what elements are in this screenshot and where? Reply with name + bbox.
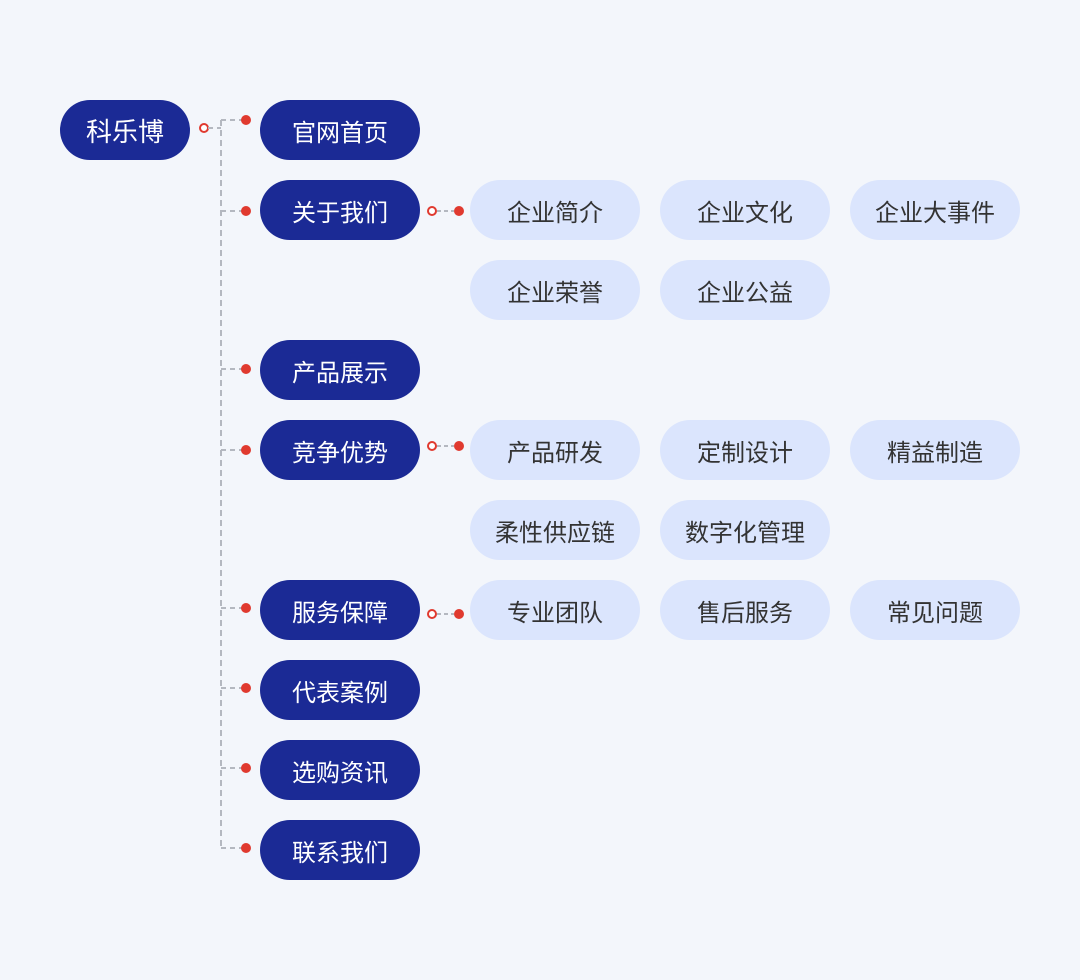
root-connector-ring (199, 123, 209, 133)
node-advantage[interactable]: 竞争优势 (260, 420, 420, 480)
sub-connector-service (427, 609, 464, 619)
branch-contact (221, 843, 251, 853)
subnode-advantage[interactable]: 定制设计 (660, 420, 830, 480)
branch-products (221, 364, 251, 374)
subnode-about[interactable]: 企业简介 (470, 180, 640, 240)
subnode-service[interactable]: 常见问题 (850, 580, 1020, 640)
node-home[interactable]: 官网首页 (260, 100, 420, 160)
sub-connector-about (427, 206, 464, 216)
node-cases[interactable]: 代表案例 (260, 660, 420, 720)
branch-home (221, 115, 251, 125)
subnode-service[interactable]: 售后服务 (660, 580, 830, 640)
subnode-advantage[interactable]: 产品研发 (470, 420, 640, 480)
branch-service (221, 603, 251, 613)
subnode-advantage[interactable]: 数字化管理 (660, 500, 830, 560)
node-contact[interactable]: 联系我们 (260, 820, 420, 880)
root-node[interactable]: 科乐博 (60, 100, 190, 160)
subnode-about[interactable]: 企业公益 (660, 260, 830, 320)
subnode-advantage[interactable]: 柔性供应链 (470, 500, 640, 560)
branch-news (221, 763, 251, 773)
subnode-service[interactable]: 专业团队 (470, 580, 640, 640)
subnode-about[interactable]: 企业荣誉 (470, 260, 640, 320)
node-products[interactable]: 产品展示 (260, 340, 420, 400)
branch-about (221, 206, 251, 216)
node-about[interactable]: 关于我们 (260, 180, 420, 240)
subnode-advantage[interactable]: 精益制造 (850, 420, 1020, 480)
subnode-about[interactable]: 企业大事件 (850, 180, 1020, 240)
subnode-about[interactable]: 企业文化 (660, 180, 830, 240)
sub-connector-advantage (427, 441, 464, 451)
node-news[interactable]: 选购资讯 (260, 740, 420, 800)
branch-advantage (221, 445, 251, 455)
branch-cases (221, 683, 251, 693)
node-service[interactable]: 服务保障 (260, 580, 420, 640)
